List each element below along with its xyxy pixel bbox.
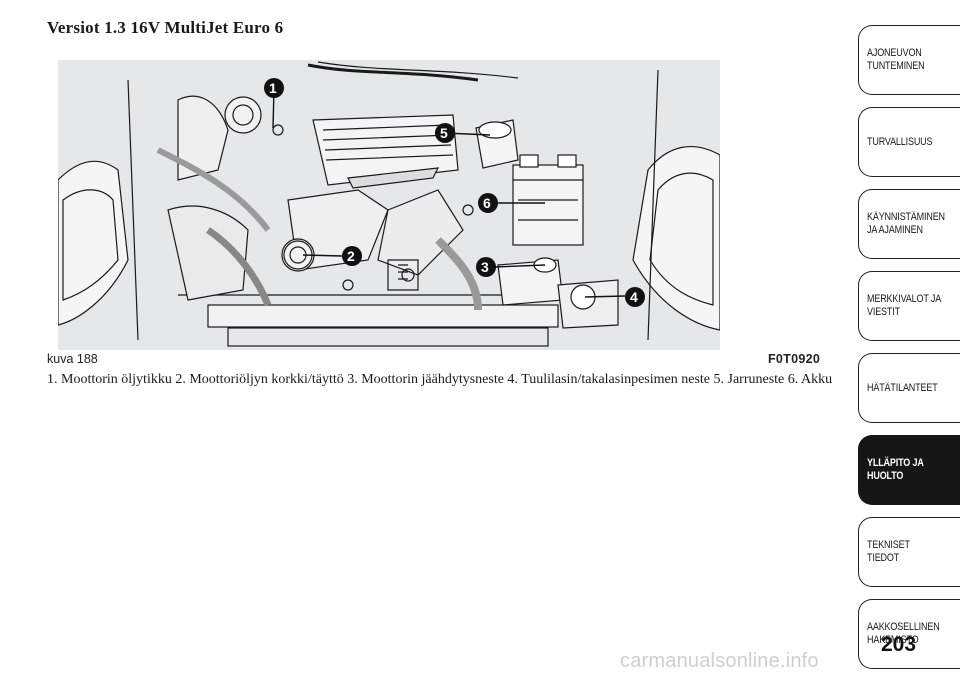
callout-2: 2 [342,246,362,266]
svg-text:3: 3 [481,259,489,275]
svg-text:6: 6 [483,195,491,211]
tab-kaynnistaminen-ja-ajaminen[interactable]: KÄYNNISTÄMINEN JA AJAMINEN [858,189,960,259]
callout-1: 1 [264,78,284,98]
figure-label: kuva 188 [47,352,98,366]
svg-text:4: 4 [630,289,638,305]
engine-bay-illustration: 1 5 6 2 3 4 [58,60,720,350]
callout-5: 5 [435,123,455,143]
tab-tekniset-tiedot[interactable]: TEKNISET TIEDOT [858,517,960,587]
page-number: 203 [881,633,917,656]
tab-merkkivalot-ja-viestit[interactable]: MERKKIVALOT JA VIESTIT [858,271,960,341]
tab-ajoneuvon-tunteminen[interactable]: AJONEUVON TUNTEMINEN [858,25,960,95]
watermark: carmanualsonline.info [620,650,819,672]
tab-aakkosellinen-hakemisto[interactable]: AAKKOSELLINEN HAKEMISTO [858,599,960,669]
tab-turvallisuus[interactable]: TURVALLISUUS [858,107,960,177]
svg-text:2: 2 [347,248,355,264]
chapter-tab-nav: AJONEUVON TUNTEMINEN TURVALLISUUS KÄYNNI… [858,25,960,681]
figure-code: F0T0920 [768,352,821,366]
section-title: Versiot 1.3 16V MultiJet Euro 6 [47,18,284,37]
callout-4: 4 [625,287,645,307]
callout-6: 6 [478,193,498,213]
tab-hatatilanteet[interactable]: HÄTÄTILANTEET [858,353,960,423]
callout-3: 3 [476,257,496,277]
figure-caption: 1. Moottorin öljytikku 2. Moottoriöljyn … [47,372,833,387]
engine-bay-drawing: 1 5 6 2 3 4 [58,61,720,347]
tab-yllapito-ja-huolto[interactable]: YLLÄPITO JA HUOLTO [858,435,960,505]
svg-text:5: 5 [440,125,448,141]
svg-text:1: 1 [269,80,277,96]
